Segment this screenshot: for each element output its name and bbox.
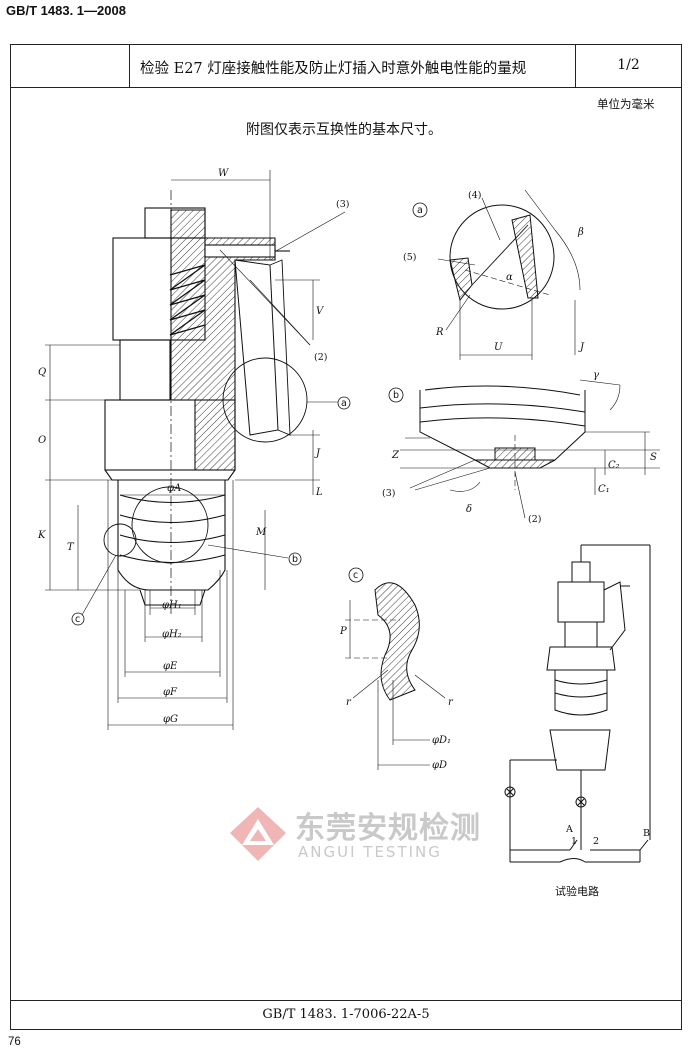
main-dimension-lines [45, 170, 346, 730]
dim-O: O [38, 435, 46, 446]
footer-code: GB/T 1483. 1-7006-22A-5 [262, 1007, 430, 1022]
circuit-2: 2 [593, 836, 599, 847]
page-frame [10, 44, 682, 1030]
detail-b-delta: δ [466, 504, 472, 515]
detail-c-P: P [339, 626, 347, 637]
detail-b-C2: C₂ [608, 460, 620, 471]
detail-b-labels: b γ Z S C₂ C₁ δ (3) (2) [382, 370, 657, 525]
title-cell-empty [10, 44, 130, 88]
detail-a-U: U [494, 342, 503, 353]
dim-L: L [315, 487, 323, 498]
detail-b-mark-3: (3) [382, 488, 395, 499]
detail-b-Z: Z [391, 450, 400, 461]
detail-c-r-right: r [448, 697, 454, 708]
title-cell-sheet [575, 44, 682, 88]
dim-V: V [316, 306, 325, 317]
watermark-cn: 东莞安规检测 [295, 811, 481, 846]
circuit-B: B [643, 828, 650, 839]
dim-J: J [314, 448, 321, 459]
title-row [10, 44, 682, 88]
dim-phiE: φE [163, 661, 178, 672]
test-circuit-labels: A B 1 2 [565, 824, 650, 847]
dim-M: M [255, 527, 267, 538]
callout-b-bubble [288, 552, 302, 566]
detail-a-R: R [435, 327, 444, 338]
detail-a-label: a [417, 205, 423, 216]
callout-c-bubble [71, 612, 85, 626]
detail-b-C1: C₁ [598, 484, 610, 495]
dim-phiH2: φH₂ [162, 629, 182, 640]
dim-phiG: φG [163, 714, 178, 725]
standard-header: GB/T 1483. 1—2008 [6, 3, 126, 18]
detail-b-gamma: γ [593, 370, 599, 381]
detail-c-label: c [353, 570, 358, 581]
dim-K: K [37, 530, 46, 541]
detail-a-mark-4: (4) [468, 190, 481, 201]
detail-c-view [345, 582, 446, 770]
circuit-A: A [565, 824, 573, 835]
detail-b-bubble [388, 387, 404, 403]
detail-a-J: J [578, 342, 585, 353]
detail-b-mark-2: (2) [528, 514, 541, 525]
detail-c-r-left: r [346, 697, 352, 708]
detail-a-alpha: α [506, 272, 513, 283]
detail-a-labels: a (4) (5) β α R U J [403, 190, 585, 353]
callout-b: b [292, 554, 298, 565]
detail-a-view [437, 189, 581, 360]
detail-b-label: b [393, 390, 399, 401]
watermark-en: ANGUI TESTING [298, 843, 442, 861]
unit-note: 单位为毫米 [597, 97, 655, 111]
detail-c-phiD: φD [432, 760, 447, 771]
detail-c-phiD1: φD₁ [432, 735, 451, 746]
callout-a-bubble [337, 396, 351, 410]
page-number: 76 [8, 1036, 21, 1048]
test-circuit [504, 544, 651, 863]
dim-T: T [67, 542, 75, 553]
main-view-labels: W V J L M Q O K T φA φH₁ φH₂ φE φF φG (3… [37, 168, 351, 725]
angui-logo-icon [230, 807, 286, 861]
callout-3: (3) [336, 199, 349, 210]
circuit-1: 1 [571, 836, 577, 847]
dim-phiA: φA [167, 483, 181, 494]
document-title: 检验 E27 灯座接触性能及防止灯插入时意外触电性能的量规 [140, 61, 527, 77]
detail-c-labels: c P r r φD₁ φD [339, 567, 454, 771]
footer-row [10, 1000, 682, 1030]
sheet-number: 1/2 [617, 57, 640, 73]
dim-phiF: φF [163, 687, 178, 698]
main-gauge-view [103, 190, 308, 615]
callout-c: c [75, 614, 80, 625]
detail-a-beta: β [577, 227, 584, 238]
detail-b-S: S [650, 452, 657, 463]
detail-a-mark-5: (5) [403, 252, 416, 263]
intro-note: 附图仅表示互换性的基本尺寸。 [246, 122, 442, 138]
callout-a: a [341, 398, 347, 409]
detail-a-bubble [412, 202, 428, 218]
dim-W: W [218, 168, 229, 179]
detail-b-view [400, 379, 660, 519]
dim-Q: Q [38, 367, 46, 378]
dim-phiH1: φH₁ [162, 600, 182, 611]
detail-c-bubble [348, 567, 364, 583]
callout-2: (2) [314, 352, 327, 363]
technical-drawing: W V J L M Q O K T φA φH₁ φH₂ φE φF φG (3… [37, 168, 660, 863]
test-circuit-caption: 试验电路 [555, 885, 599, 898]
